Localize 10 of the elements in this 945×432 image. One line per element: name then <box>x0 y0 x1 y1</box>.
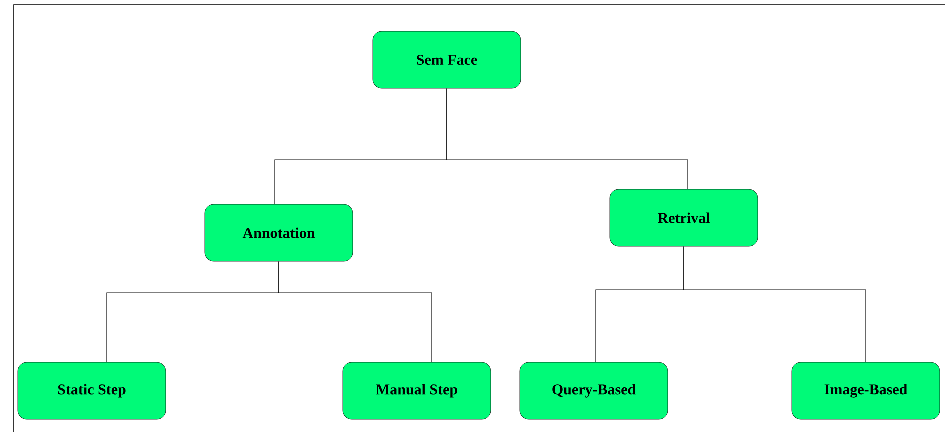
process-box: Retrival <box>610 189 758 247</box>
connector-line <box>684 246 866 363</box>
connector-line <box>278 261 432 363</box>
process-box: Manual Step <box>342 362 492 420</box>
process-box: Annotation <box>204 204 354 262</box>
process-box: Sem Face <box>372 31 522 89</box>
process-box: Image-Based <box>792 362 940 420</box>
process-box: Query-Based <box>520 362 668 420</box>
process-box: Static Step <box>18 362 166 420</box>
connector-line <box>446 88 688 190</box>
